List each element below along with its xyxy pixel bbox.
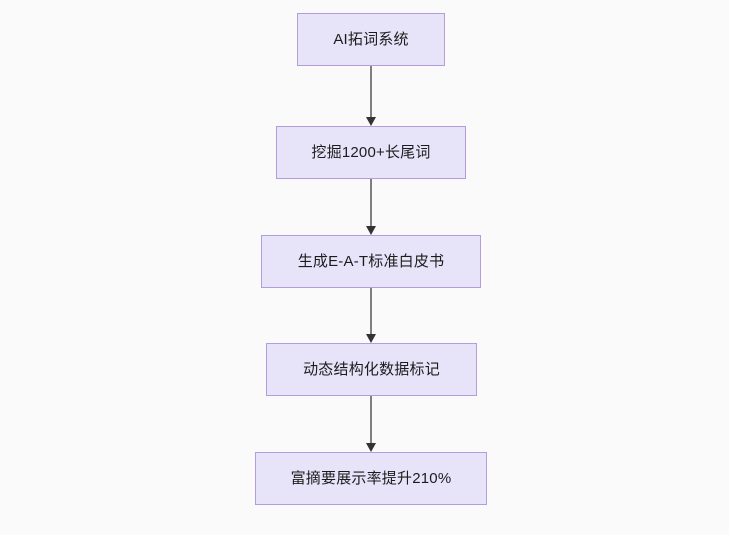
flowchart-node-label: 富摘要展示率提升210% xyxy=(290,470,452,487)
flowchart-node-label: 挖掘1200+长尾词 xyxy=(311,144,431,161)
flowchart-node-5[interactable]: 富摘要展示率提升210% xyxy=(255,452,487,505)
flowchart-node-label: AI拓词系统 xyxy=(333,31,409,48)
flowchart-node-label: 生成E-A-T标准白皮书 xyxy=(297,253,445,270)
connector-arrow-3 xyxy=(358,288,384,343)
flowchart-node-4[interactable]: 动态结构化数据标记 xyxy=(266,343,477,396)
flowchart-node-1[interactable]: AI拓词系统 xyxy=(297,13,445,66)
connector-line xyxy=(370,179,372,227)
flowchart-node-3[interactable]: 生成E-A-T标准白皮书 xyxy=(261,235,481,288)
connector-line xyxy=(370,396,372,444)
flowchart-node-2[interactable]: 挖掘1200+长尾词 xyxy=(276,126,466,179)
arrowhead-down-icon xyxy=(366,117,376,126)
connector-arrow-1 xyxy=(358,66,384,126)
connector-line xyxy=(370,66,372,118)
arrowhead-down-icon xyxy=(366,226,376,235)
connector-arrow-2 xyxy=(358,179,384,235)
connector-line xyxy=(370,288,372,335)
arrowhead-down-icon xyxy=(366,334,376,343)
flowchart-node-label: 动态结构化数据标记 xyxy=(303,361,440,378)
arrowhead-down-icon xyxy=(366,443,376,452)
connector-arrow-4 xyxy=(358,396,384,452)
